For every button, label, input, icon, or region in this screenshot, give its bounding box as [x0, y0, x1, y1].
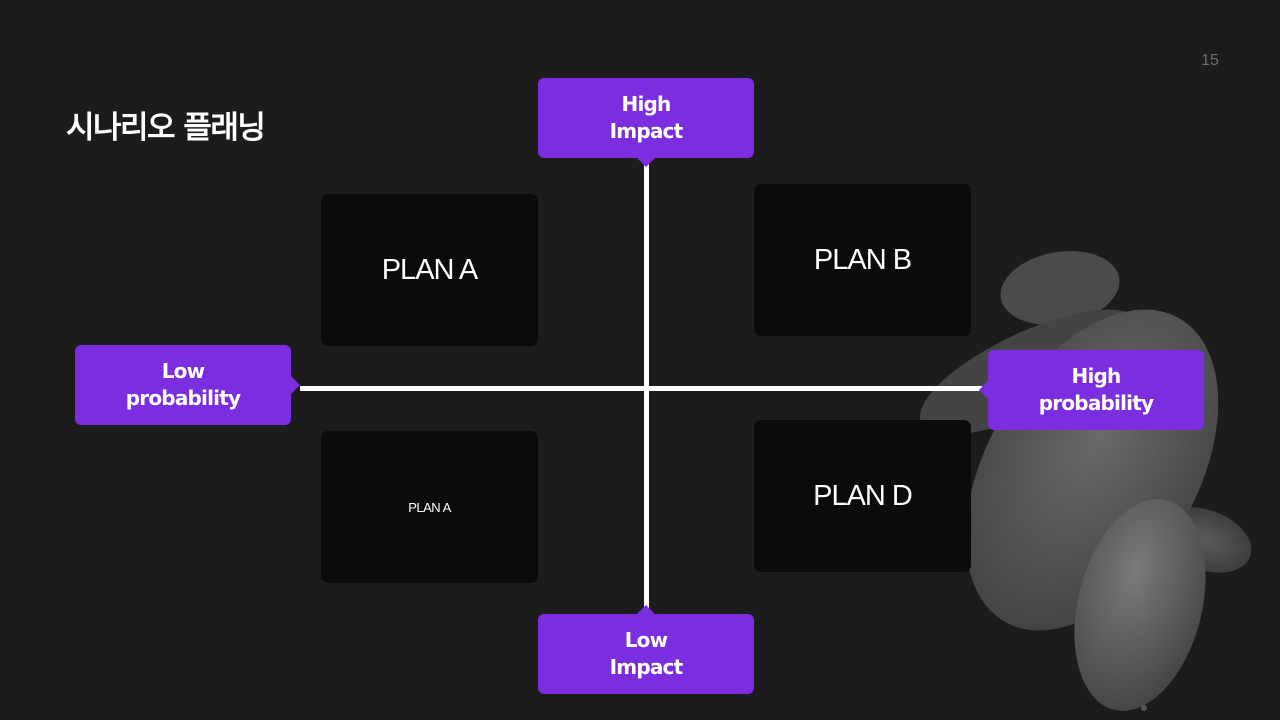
tag-line: High — [621, 92, 672, 116]
page-number: 15 — [1201, 52, 1219, 69]
quadrant-label: PLAN D — [813, 479, 913, 512]
tag-line: probability — [125, 386, 241, 410]
high-impact-tag: High Impact — [538, 78, 754, 167]
tag-line: Low — [161, 359, 205, 383]
tag-line: Impact — [609, 119, 684, 143]
high-probability-tag: High probability — [979, 350, 1204, 430]
quadrant-bottom-left: PLAN A — [321, 431, 538, 583]
probability-axis — [300, 386, 982, 391]
tag-line: probability — [1038, 391, 1154, 415]
quadrant-bottom-right: PLAN D — [754, 420, 971, 572]
quadrant-label: PLAN A — [408, 499, 451, 515]
quadrant-label: PLAN A — [381, 253, 479, 286]
impact-axis — [644, 160, 649, 608]
quadrant-top-right: PLAN B — [754, 184, 971, 336]
low-probability-tag: Low probability — [75, 345, 300, 425]
tag-line: Impact — [609, 655, 684, 679]
slide-title: 시나리오 플래닝 — [66, 110, 266, 146]
low-impact-tag: Low Impact — [538, 605, 754, 694]
tag-line: Low — [624, 628, 668, 652]
quadrant-label: PLAN B — [813, 243, 912, 276]
tag-line: High — [1071, 364, 1122, 388]
quadrant-top-left: PLAN A — [321, 194, 538, 346]
